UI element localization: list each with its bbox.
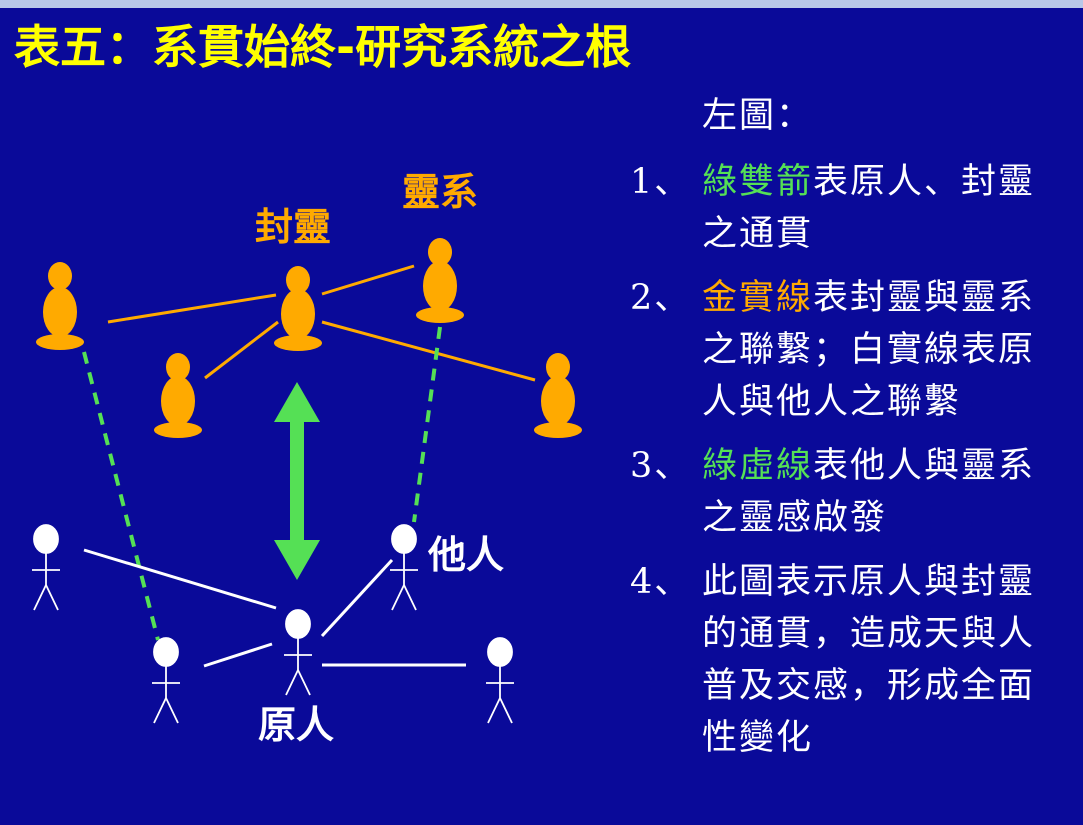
- stick-figure: [152, 637, 180, 724]
- stick-figure: [284, 609, 312, 696]
- gold-pawn-figure: [154, 353, 202, 438]
- gold-pawn-figure: [274, 266, 322, 351]
- label-fengling: 封靈: [255, 205, 331, 249]
- gold-pawn-figure: [534, 353, 582, 438]
- green-dashed-line: [412, 326, 442, 523]
- note-text: 表他人與靈系之靈感啟發: [702, 446, 1036, 538]
- white-line: [203, 642, 273, 668]
- note-item-4: 4、 此圖表示原人與封靈的通貫，造成天與人普及交感，形成全面性變化: [630, 556, 1070, 764]
- notes-heading: 左圖：: [702, 96, 814, 136]
- gold-line: [321, 320, 536, 382]
- green-double-arrow: [274, 382, 320, 580]
- note-item-2: 2、 金實線表封靈與靈系之聯繫；白實線表原人與他人之聯繫: [630, 272, 1070, 428]
- slide-title: 表五：系貫始終-研究系統之根: [14, 20, 632, 74]
- note-body: 綠虛線表他人與靈系之靈感啟發: [702, 440, 1070, 544]
- note-item-3: 3、 綠虛線表他人與靈系之靈感啟發: [630, 440, 1070, 544]
- notes-panel: 左圖： 1、 綠雙箭表原人、封靈之通貫 2、 金實線表封靈與靈系之聯繫；白實線表…: [630, 90, 1070, 776]
- stick-figure: [390, 524, 418, 611]
- note-body: 綠雙箭表原人、封靈之通貫: [702, 156, 1070, 260]
- gold-line: [107, 293, 277, 324]
- note-key-term: 金實線: [702, 278, 814, 318]
- top-border: [0, 0, 1083, 8]
- relationship-diagram: 封靈 靈系 他人 原人: [32, 170, 582, 747]
- note-key-term: 綠虛線: [702, 446, 814, 486]
- gold-pawn-figure: [36, 262, 84, 350]
- white-solid-lines: [83, 548, 466, 668]
- note-body: 金實線表封靈與靈系之聯繫；白實線表原人與他人之聯繫: [702, 272, 1070, 428]
- label-yuanren: 原人: [258, 703, 334, 747]
- note-number: 4、: [630, 562, 692, 602]
- gold-line: [204, 320, 279, 380]
- note-number: 1、: [630, 162, 692, 202]
- green-dashed-lines: [82, 326, 442, 641]
- gold-pawn-figure: [416, 238, 464, 323]
- white-figures: [32, 524, 514, 724]
- white-line: [83, 548, 277, 610]
- label-lingxi: 靈系: [402, 170, 478, 214]
- note-text: 表原人、封靈之通貫: [702, 162, 1036, 254]
- note-item-1: 1、 綠雙箭表原人、封靈之通貫: [630, 156, 1070, 260]
- note-number: 3、: [630, 446, 692, 486]
- note-key-term: 綠雙箭: [702, 162, 814, 202]
- green-dashed-line: [82, 351, 160, 641]
- gold-solid-lines: [107, 264, 536, 382]
- note-text: 表封靈與靈系之聯繫；白實線表原人與他人之聯繫: [702, 278, 1036, 422]
- stick-figure: [32, 524, 60, 611]
- note-text: 此圖表示原人與封靈的通貫，造成天與人普及交感，形成全面性變化: [702, 562, 1036, 758]
- stick-figure: [486, 637, 514, 724]
- note-body: 此圖表示原人與封靈的通貫，造成天與人普及交感，形成全面性變化: [702, 556, 1070, 764]
- label-taren: 他人: [427, 533, 504, 577]
- note-number: 2、: [630, 278, 692, 318]
- gold-line: [321, 264, 415, 296]
- white-line: [320, 558, 394, 638]
- gold-figures: [36, 238, 582, 438]
